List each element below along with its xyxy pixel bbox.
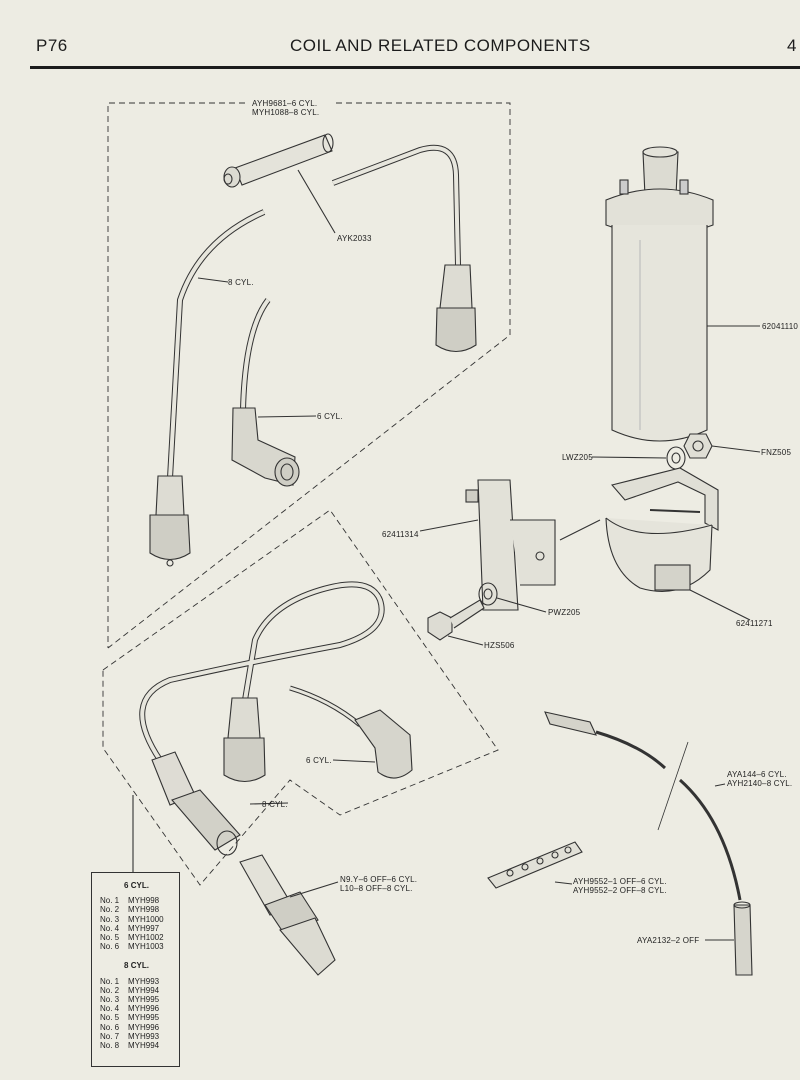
table-row: No. 1 MYH993 [100, 977, 173, 986]
part-number: MYH998 [128, 905, 160, 915]
ballast-resistor-icon [419, 479, 556, 611]
cylinder-number: No. 1 [100, 896, 120, 906]
label-spark-plug: N9.Y–6 OFF–6 CYL. L10–8 OFF–8 CYL. [340, 875, 418, 893]
label-bracket: 62411271 [736, 619, 773, 628]
table-row: No. 2 MYH998 [100, 905, 173, 914]
part-number: MYH993 [128, 976, 160, 986]
cylinder-number: No. 5 [100, 1013, 120, 1023]
part-number: MYH998 [128, 896, 160, 906]
label-8cyl-top: 8 CYL. [228, 278, 254, 287]
lead-set-frame [102, 102, 511, 886]
plain-washer-icon [478, 582, 498, 606]
part-number: MYH994 [128, 1041, 160, 1051]
header-rule [30, 66, 800, 69]
table-row: No. 6 MYH996 [100, 1023, 173, 1032]
table-row: No. 1 MYH998 [100, 896, 173, 905]
lower-lead-8cyl-icon [139, 581, 385, 856]
label-6cyl-low: 6 CYL. [306, 756, 332, 765]
cylinder-number: No. 5 [100, 933, 120, 943]
label-coil: 62041110 [762, 322, 799, 331]
page-number: P76 [36, 36, 68, 55]
spark-plug-icon [239, 854, 336, 976]
label-8cyl-low: 8 CYL. [262, 800, 288, 809]
cylinder-number: No. 7 [100, 1031, 120, 1041]
table-heading-8cyl: 8 CYL. [124, 961, 149, 971]
table-row: No. 5 MYH995 [100, 1013, 173, 1022]
spring-washer-icon [666, 446, 686, 470]
part-number: MYH995 [128, 1013, 160, 1023]
label-6cyl-top: 6 CYL. [317, 412, 343, 421]
lower-lead-6cyl-icon [289, 685, 413, 779]
coil-bracket-icon [605, 467, 719, 592]
table-row: No. 4 MYH996 [100, 1004, 173, 1013]
bolt-icon [427, 599, 485, 641]
cylinder-number: No. 2 [100, 985, 120, 995]
label-connector: AYK2033 [337, 234, 372, 243]
cylinder-number: No. 6 [100, 942, 120, 952]
cylinder-number: No. 2 [100, 905, 120, 915]
part-number: MYH994 [128, 985, 160, 995]
ignition-coil-icon [605, 146, 714, 442]
label-washer: LWZ205 [562, 453, 593, 462]
cylinder-number: No. 3 [100, 995, 120, 1005]
cylinder-number: No. 1 [100, 976, 120, 986]
label-separator: AYH9552–1 OFF–6 CYL. AYH9552–2 OFF–8 CYL… [573, 877, 667, 895]
part-number: MYH995 [128, 995, 160, 1005]
cylinder-number: No. 8 [100, 1041, 120, 1051]
cable-sleeve-icon [733, 901, 753, 976]
label-nut: FNZ505 [761, 448, 792, 457]
label-lead-set: AYH9681–6 CYL. MYH1088–8 CYL. [252, 99, 320, 117]
section-number: 4 [787, 36, 797, 55]
label-resistor: 62411314 [382, 530, 419, 539]
part-number: MYH1002 [128, 933, 164, 943]
part-number: MYH993 [128, 1031, 160, 1041]
label-sleeve: AYA2132–2 OFF [637, 936, 700, 945]
hex-nut-icon [683, 433, 713, 459]
cylinder-number: No. 4 [100, 923, 120, 933]
page-title: COIL AND RELATED COMPONENTS [290, 36, 591, 55]
connector-tube-icon [223, 133, 334, 188]
table-row: No. 4 MYH997 [100, 924, 173, 933]
lead-separator-icon [487, 841, 583, 889]
table-row: No. 3 MYH995 [100, 995, 173, 1004]
ht-cable-icon [544, 711, 742, 901]
cylinder-number: No. 6 [100, 1022, 120, 1032]
part-number: MYH1003 [128, 942, 164, 952]
label-pwz: PWZ205 [548, 608, 581, 617]
table-row: No. 7 MYH993 [100, 1032, 173, 1041]
part-number: MYH997 [128, 923, 160, 933]
cylinder-number: No. 4 [100, 1004, 120, 1014]
lead-8cyl-icon [149, 209, 266, 567]
part-number: MYH996 [128, 1022, 160, 1032]
table-row: No. 3 MYH1000 [100, 915, 173, 924]
table-row: No. 6 MYH1003 [100, 942, 173, 951]
table-row: No. 5 MYH1002 [100, 933, 173, 942]
table-heading-6cyl: 6 CYL. [124, 881, 149, 890]
part-number: MYH996 [128, 1004, 160, 1014]
table-row: No. 2 MYH994 [100, 986, 173, 995]
table-row: No. 8 MYH994 [100, 1041, 173, 1050]
lead-6cyl-icon [231, 298, 300, 487]
part-number: MYH1000 [128, 914, 164, 924]
label-ht-cable: AYA144–6 CYL. AYH2140–8 CYL. [727, 770, 793, 788]
label-bolt: HZS506 [484, 641, 515, 650]
upper-lead-8cyl-icon [331, 144, 477, 353]
cylinder-number: No. 3 [100, 914, 120, 924]
